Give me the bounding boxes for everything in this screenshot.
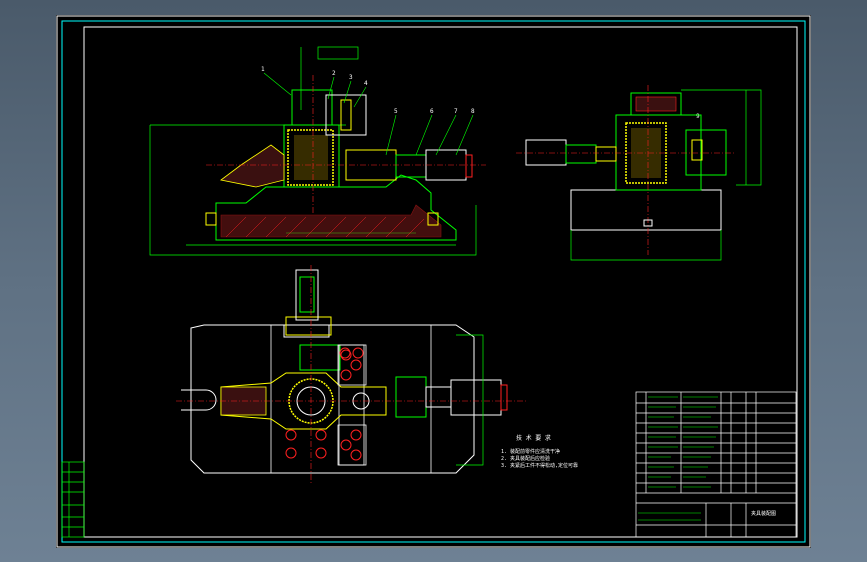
inner-border <box>83 26 798 538</box>
callout-8: 8 <box>471 108 475 115</box>
left-stamp-table <box>61 461 85 538</box>
tech-req-line-2: 2. 夹具装配后应检验 <box>501 455 550 462</box>
title-block-name: 夹具装配图 <box>751 510 776 517</box>
callout-5: 5 <box>394 108 398 115</box>
technical-requirements: 技 术 要 求 1. 装配前零件应清洗干净 2. 夹具装配后应检验 3. 夹紧后… <box>501 434 578 469</box>
cad-drawing: 1 2 3 4 5 6 7 8 9 <box>56 15 811 548</box>
front-view <box>149 46 486 256</box>
drawing-border <box>61 20 806 543</box>
callout-2: 2 <box>332 70 336 77</box>
top-view <box>176 265 526 485</box>
drawing-sheet: 1 2 3 4 5 6 7 8 9 <box>56 15 811 548</box>
callout-7: 7 <box>454 108 458 115</box>
callout-3: 3 <box>349 74 353 81</box>
tech-req-line-3: 3. 夹紧后工件不得松动,定位可靠 <box>501 462 578 469</box>
callout-1: 1 <box>261 66 265 73</box>
side-view <box>516 85 762 261</box>
tech-req-title: 技 术 要 求 <box>516 434 551 442</box>
outer-frame <box>56 15 811 548</box>
title-block <box>635 391 797 538</box>
callout-6: 6 <box>430 108 434 115</box>
tech-req-line-1: 1. 装配前零件应清洗干净 <box>501 448 560 455</box>
callout-4: 4 <box>364 80 368 87</box>
callout-9: 9 <box>696 113 700 120</box>
